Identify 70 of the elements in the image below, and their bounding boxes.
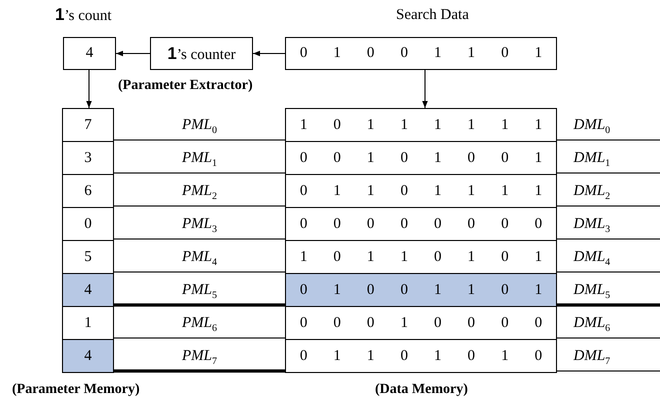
memory-cell bbox=[62, 240, 114, 274]
count-register bbox=[63, 37, 116, 70]
arrow bbox=[422, 70, 428, 108]
edge-label: DML$_{5}$ bbox=[574, 283, 610, 301]
bit-values: 0 0 1 0 1 0 0 1 bbox=[300, 150, 542, 166]
edge-label: DML$_{1}$ bbox=[574, 151, 610, 169]
match-line bbox=[556, 238, 660, 240]
match-line bbox=[556, 370, 660, 372]
memory-caption: (Data Memory) bbox=[375, 383, 468, 397]
bit-values: 0 0 0 1 0 0 0 0 bbox=[300, 316, 542, 330]
memory-row bbox=[285, 273, 557, 307]
counter-block bbox=[150, 37, 253, 70]
heading-label: Search Data bbox=[396, 8, 469, 23]
bit-values: 1 0 1 1 1 1 1 1 bbox=[300, 118, 542, 132]
edge-label: DML$_{3}$ bbox=[574, 217, 610, 235]
bit-values: 0 0 0 0 0 0 0 0 bbox=[300, 216, 542, 232]
bit-values: 0 1 0 0 1 1 0 1 bbox=[300, 46, 542, 61]
memory-row bbox=[285, 174, 557, 208]
cell-value: 3 bbox=[84, 150, 92, 166]
bit-values: 1 0 1 1 0 1 0 1 bbox=[300, 250, 542, 264]
cell-value: 0 bbox=[84, 216, 92, 232]
memory-cell bbox=[62, 108, 114, 142]
arrow bbox=[116, 50, 150, 56]
edge-label: PML$_{1}$ bbox=[182, 151, 217, 169]
memory-row bbox=[285, 108, 557, 142]
match-line bbox=[114, 303, 285, 307]
memory-cell bbox=[62, 141, 114, 175]
cell-value: 7 bbox=[84, 118, 92, 132]
bit-values: 0 1 1 0 1 0 1 0 bbox=[300, 348, 542, 364]
memory-cell bbox=[62, 306, 114, 340]
block-caption: (Parameter Extractor) bbox=[118, 79, 253, 93]
edge-label: PML$_{2}$ bbox=[182, 184, 217, 202]
edge-label: DML$_{7}$ bbox=[574, 349, 610, 367]
memory-caption: (Parameter Memory) bbox=[12, 383, 140, 397]
cell-value: 4 bbox=[84, 348, 92, 364]
arrow bbox=[86, 70, 92, 108]
cell-value: 4 bbox=[86, 46, 94, 61]
cell-value: 5 bbox=[84, 250, 92, 264]
bit-values: 0 1 0 0 1 1 0 1 bbox=[300, 282, 542, 298]
match-line bbox=[557, 303, 660, 307]
memory-cell bbox=[62, 207, 114, 241]
register-caption: 1’s count bbox=[55, 6, 112, 24]
edge-label: PML$_{7}$ bbox=[182, 349, 217, 367]
edge-label: DML$_{6}$ bbox=[574, 316, 610, 334]
edge-label: PML$_{0}$ bbox=[182, 118, 217, 136]
edge-label: PML$_{5}$ bbox=[182, 283, 217, 301]
cell-value: 6 bbox=[84, 184, 92, 198]
edge-label: DML$_{0}$ bbox=[574, 118, 610, 136]
edge-label: DML$_{2}$ bbox=[574, 184, 610, 202]
match-line bbox=[114, 369, 285, 373]
match-line bbox=[556, 172, 660, 174]
bit-values: 0 1 1 0 1 1 1 1 bbox=[300, 184, 542, 198]
memory-row bbox=[285, 339, 557, 373]
memory-cell bbox=[62, 273, 114, 307]
arrow bbox=[252, 50, 286, 56]
memory-cell bbox=[62, 174, 114, 208]
memory-cell bbox=[62, 339, 114, 373]
cell-value: 4 bbox=[84, 282, 92, 298]
memory-row bbox=[285, 141, 557, 175]
match-line bbox=[114, 172, 286, 174]
edge-label: PML$_{3}$ bbox=[182, 217, 217, 235]
match-line bbox=[114, 238, 286, 240]
memory-row bbox=[285, 240, 557, 274]
memory-row bbox=[285, 306, 557, 340]
cell-value: 1 bbox=[84, 316, 92, 330]
memory-row bbox=[285, 207, 557, 241]
edge-label: PML$_{4}$ bbox=[182, 250, 217, 268]
edge-label: PML$_{6}$ bbox=[182, 316, 217, 334]
cell-value: 1’s counter bbox=[167, 44, 236, 62]
edge-label: DML$_{4}$ bbox=[574, 250, 610, 268]
